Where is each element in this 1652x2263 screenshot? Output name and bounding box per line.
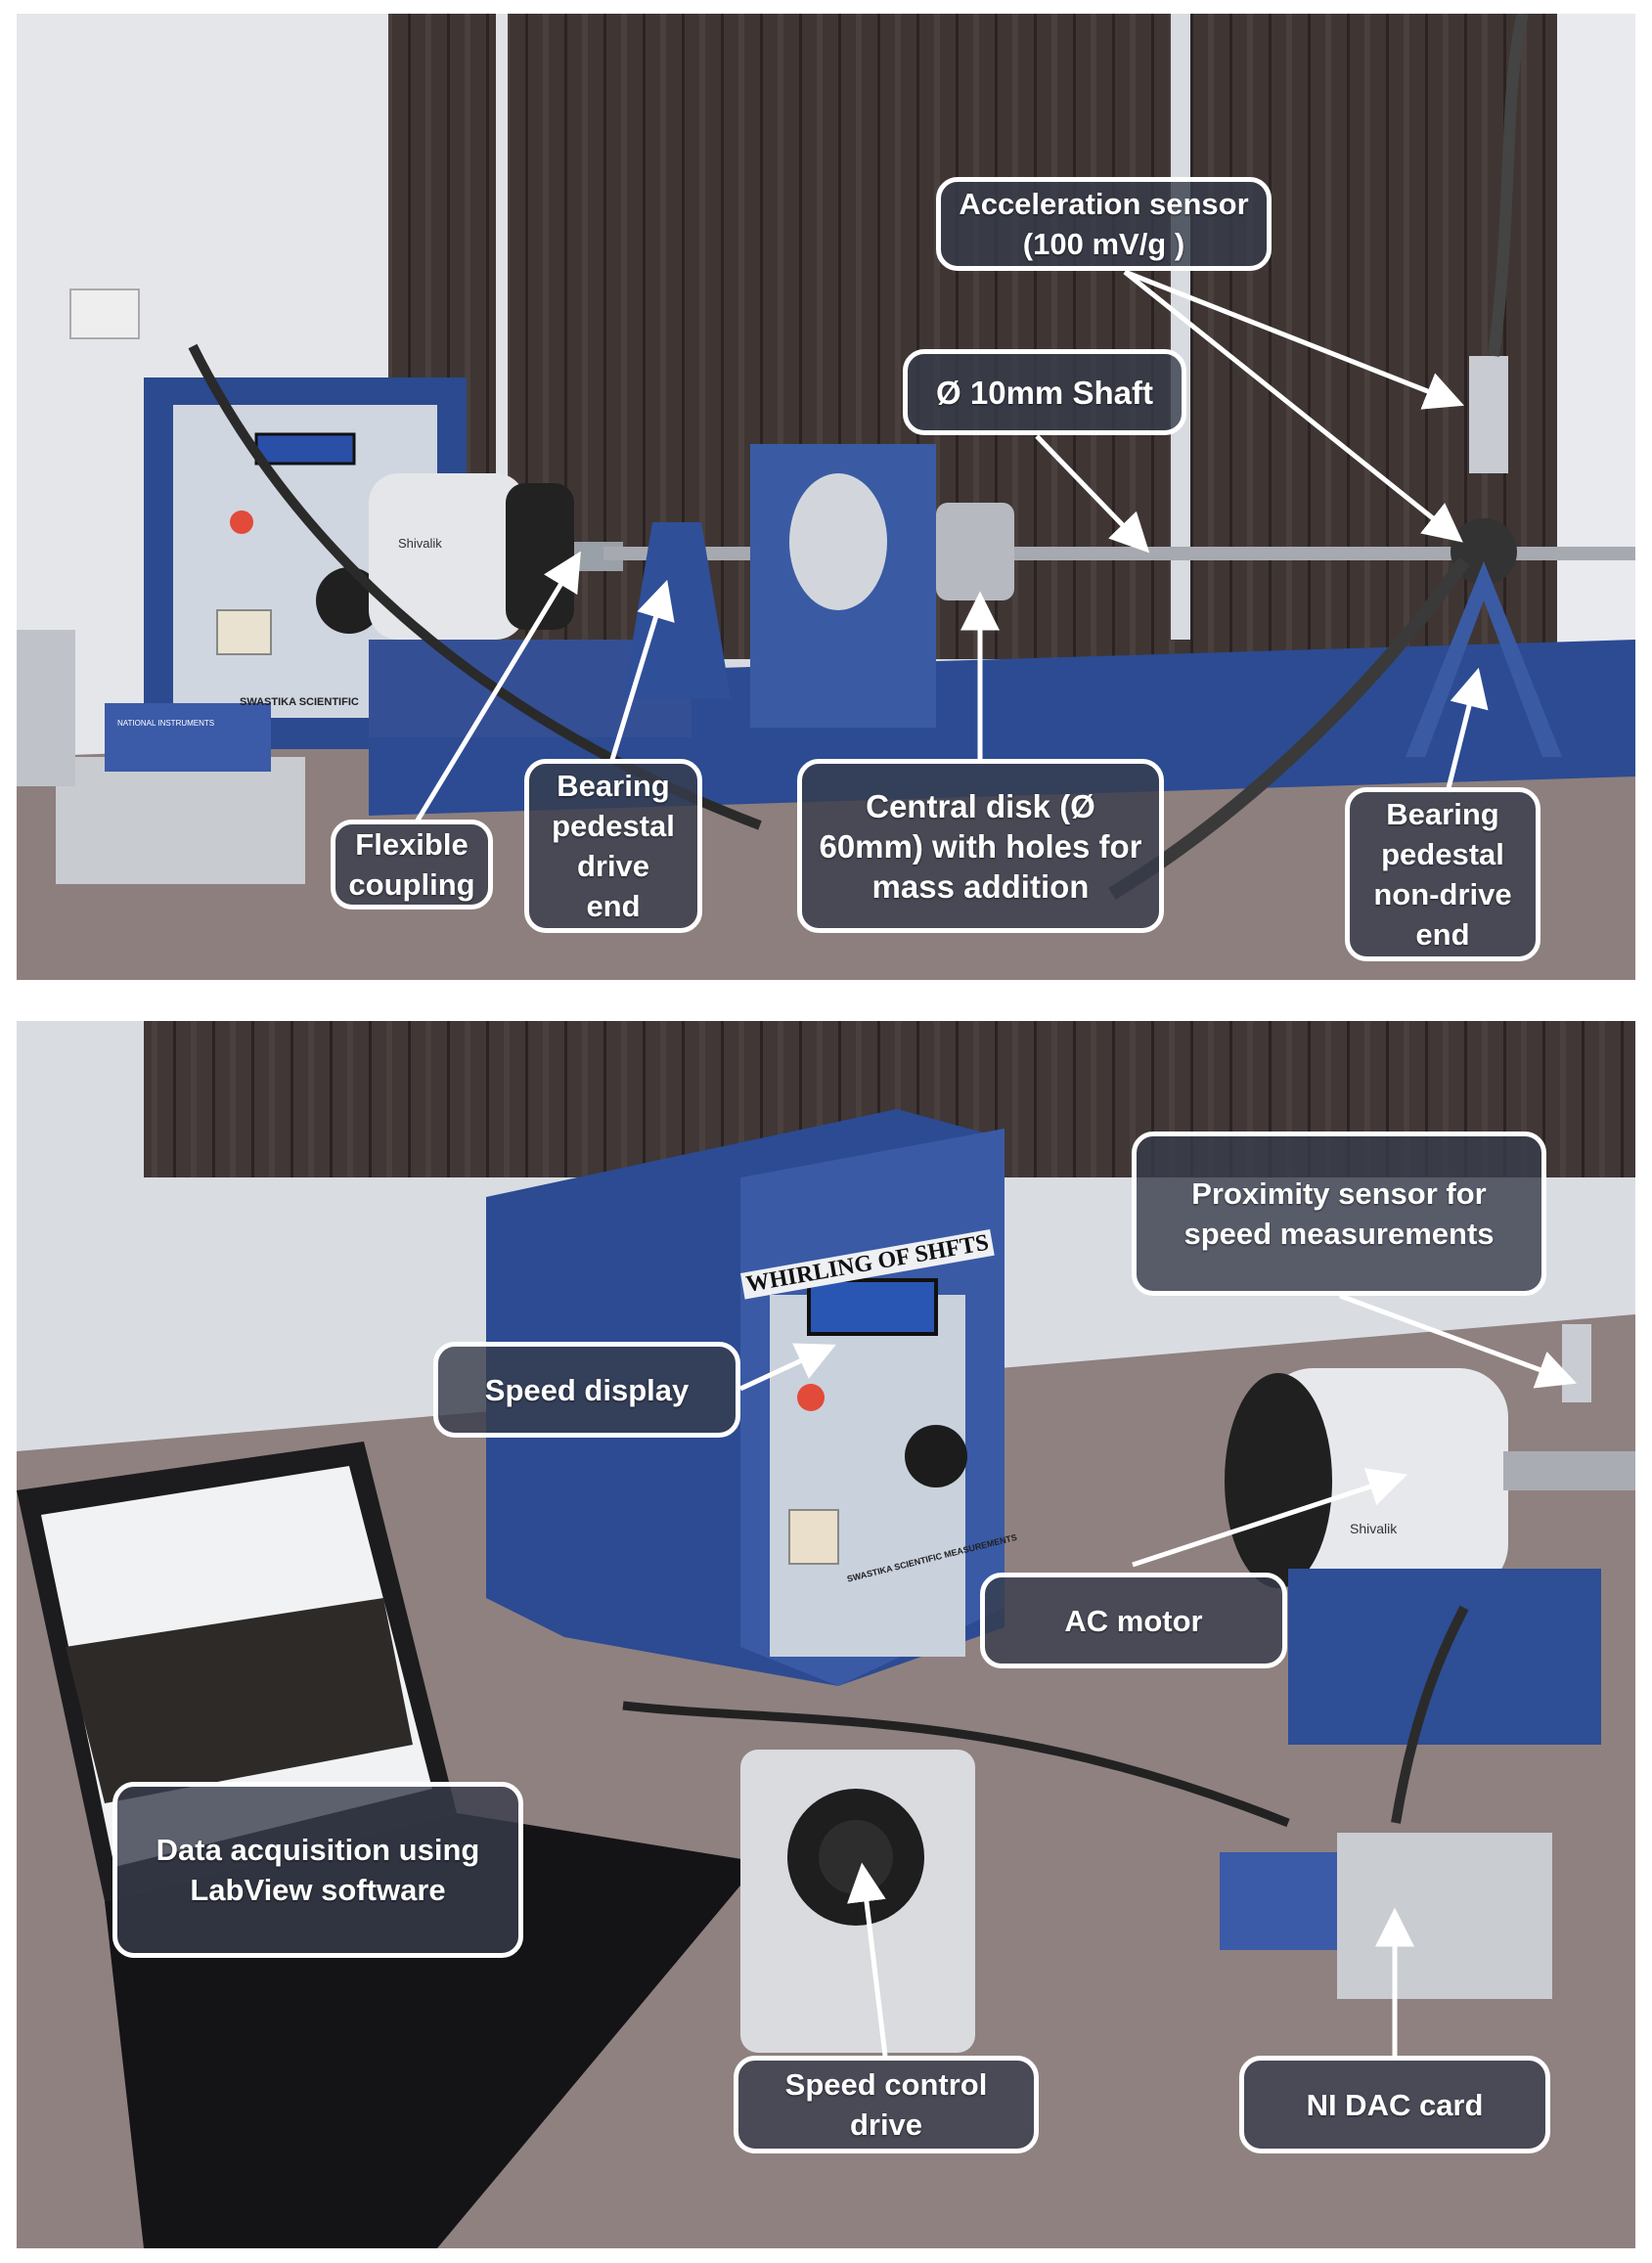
bottom-motor-brand-label: Shivalik <box>1350 1521 1398 1536</box>
callout-shaft: Ø 10mm Shaft <box>903 349 1186 435</box>
callout-ac-motor: AC motor <box>980 1573 1287 1668</box>
callout-speed-control-drive: Speed control drive <box>734 2056 1039 2153</box>
callout-central-disk: Central disk (Ø 60mm) with holes for mas… <box>797 759 1164 933</box>
callout-acceleration-sensor: Acceleration sensor (100 mV/g ) <box>936 177 1272 271</box>
top-motor-brand-label: Shivalik <box>398 536 442 551</box>
top-cabinet-maker-label: SWASTIKA SCIENTIFIC <box>240 696 359 708</box>
callout-bearing-drive-end: Bearing pedestal drive end <box>524 759 702 933</box>
callout-bearing-non-drive-end: Bearing pedestal non-drive end <box>1345 787 1540 961</box>
callout-proximity-sensor: Proximity sensor for speed measurements <box>1132 1132 1546 1296</box>
callout-flexible-coupling: Flexible coupling <box>331 820 493 910</box>
callout-speed-display: Speed display <box>433 1342 740 1438</box>
top-daq-label: NATIONAL INSTRUMENTS <box>117 719 215 728</box>
callout-ni-dac-card: NI DAC card <box>1239 2056 1550 2153</box>
callout-data-acquisition: Data acquisition using LabView software <box>112 1782 523 1958</box>
